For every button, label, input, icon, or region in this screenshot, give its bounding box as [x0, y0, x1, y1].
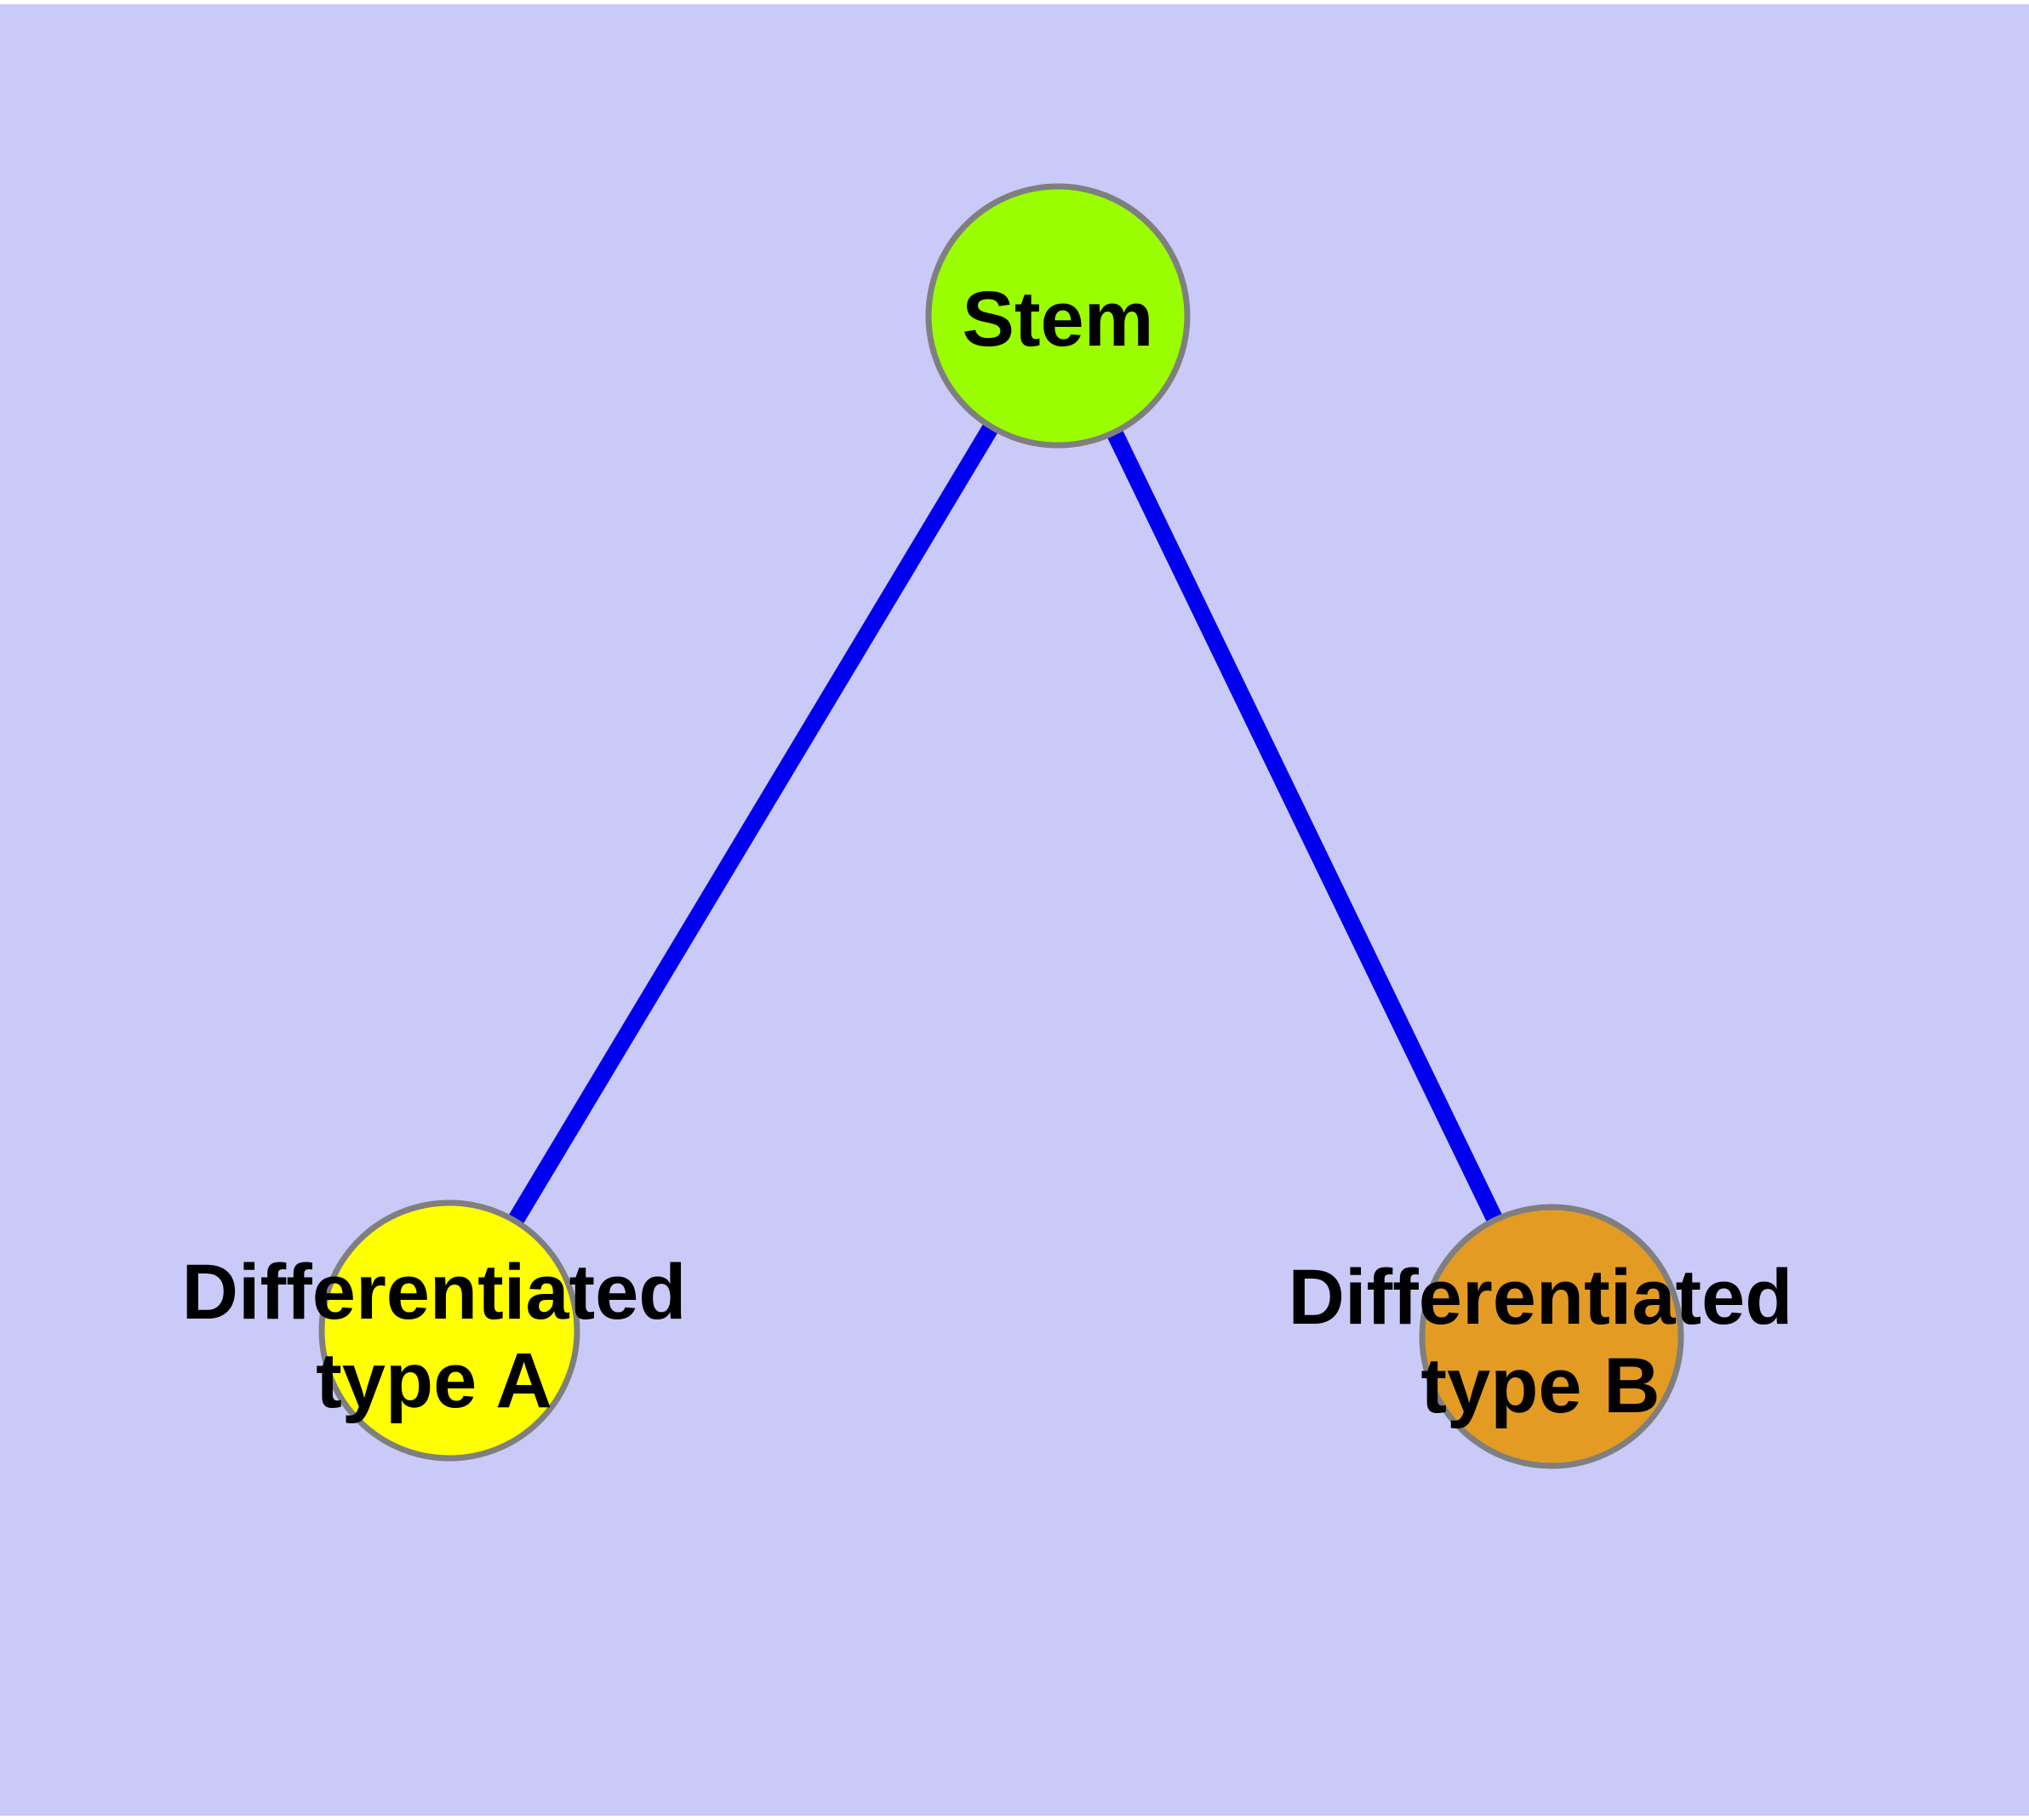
node-type-b-label-line1: Differentiated	[1289, 1254, 1793, 1341]
edge-stem-to-type-a	[442, 311, 1066, 1336]
node-stem: Stem	[925, 183, 1191, 449]
node-differentiated-type-b: Differentiated type B	[1289, 1204, 1793, 1469]
node-type-a-label-line2: type A	[316, 1337, 552, 1424]
node-type-b-circle	[1419, 1204, 1684, 1469]
node-differentiated-type-a: Differentiated type A	[182, 1199, 687, 1462]
node-type-b-label-line2: type B	[1420, 1342, 1660, 1429]
node-stem-label: Stem	[963, 276, 1154, 363]
edges	[442, 311, 1560, 1341]
node-type-a-circle	[318, 1199, 580, 1462]
node-stem-circle	[925, 183, 1191, 449]
node-type-a-label-line1: Differentiated	[182, 1249, 687, 1336]
edge-stem-to-type-b	[1049, 312, 1560, 1341]
